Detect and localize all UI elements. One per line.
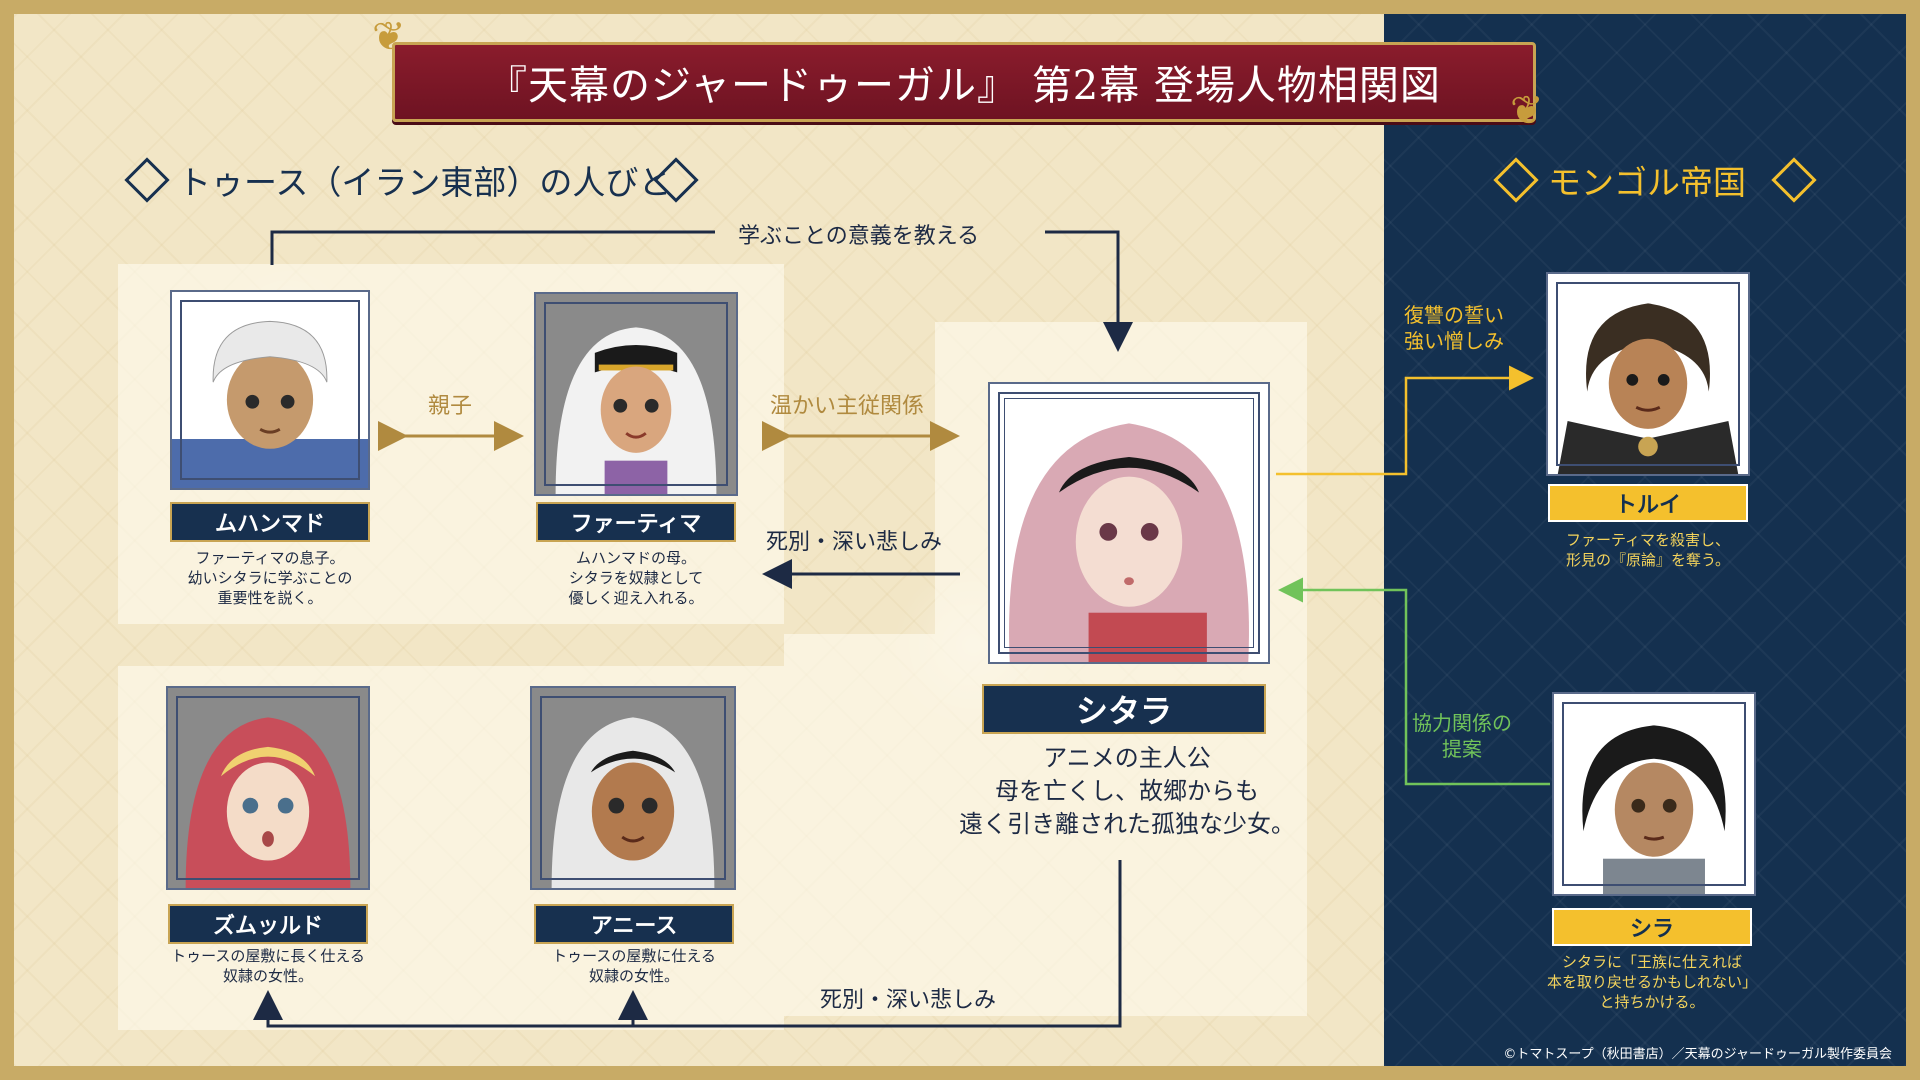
section-heading-left: トゥース（イラン東部）の人びと (178, 163, 672, 202)
section-heading-right: モンゴル帝国 (1548, 163, 1746, 202)
copyright-notice: ©トマトスープ（秋田書店）／天幕のジャードゥーガル製作委員会 (1503, 1047, 1892, 1062)
sitara-description: アニメの主人公 母を亡くし、故郷からも 遠く引き離された孤独な少女。 (959, 744, 1295, 838)
anis-portrait[interactable] (530, 686, 736, 890)
relation-death-grief-2: 死別・深い悲しみ (820, 988, 997, 1013)
sitara-portrait[interactable] (988, 382, 1270, 664)
relation-cooperation: 協力関係の 提案 (1412, 711, 1512, 761)
relation-master-servant: 温かい主従関係 (770, 394, 925, 419)
title-ornament-right-icon: ❦ (1510, 88, 1544, 134)
zumurrud-image (185, 717, 351, 888)
sitara-name-plate: シタラ (982, 684, 1266, 734)
zumurrud-description: トゥースの屋敷に長く仕える 奴隷の女性。 (171, 947, 365, 985)
fatima-description: ムハンマドの母。 シタラを奴隷として 優しく迎え入れる。 (568, 549, 704, 607)
relation-death-grief-1: 死別・深い悲しみ (766, 530, 943, 555)
tolui-image (1557, 303, 1739, 474)
fatima-image (555, 327, 717, 494)
zumurrud-name-plate: ズムッルド (168, 904, 368, 944)
muhammad-description: ファーティマの息子。 幼いシタラに学ぶことの 重要性を説く。 (187, 549, 353, 607)
relation-teach: 学ぶことの意義を教える (738, 224, 980, 249)
anis-description: トゥースの屋敷に仕える 奴隷の女性。 (552, 947, 716, 985)
shira-description: シタラに「王族に仕えれば 本を取り戻せるかもしれない」 と持ちかける。 (1546, 953, 1757, 1011)
tolui-portrait[interactable] (1546, 272, 1750, 476)
tolui-description: ファーティマを殺害し、 形見の『原論』を奪う。 (1565, 531, 1731, 569)
shira-image (1582, 725, 1726, 894)
fatima-portrait[interactable] (534, 292, 738, 496)
relation-parent-child: 親子 (428, 394, 473, 419)
muhammad-portrait[interactable] (170, 290, 370, 490)
muhammad-name-plate: ムハンマド (170, 502, 370, 542)
shira-name-plate: シラ (1552, 908, 1752, 946)
zumurrud-portrait[interactable] (166, 686, 370, 890)
anis-name-plate: アニース (534, 904, 734, 944)
tolui-name-plate: トルイ (1548, 484, 1748, 522)
page-title: 『天幕のジャードゥーガル』 第2幕 登場人物相関図 (487, 63, 1441, 109)
relation-revenge: 復讐の誓い 強い憎しみ (1404, 303, 1504, 353)
fatima-name-plate: ファーティマ (536, 502, 736, 542)
anis-image (551, 717, 715, 888)
shira-portrait[interactable] (1552, 692, 1756, 896)
title-banner: 『天幕のジャードゥーガル』 第2幕 登場人物相関図 (392, 42, 1536, 122)
